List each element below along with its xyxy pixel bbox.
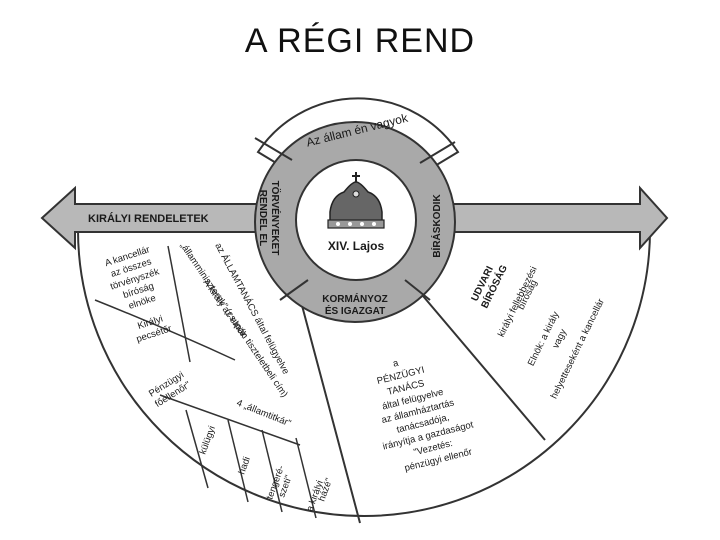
left-col-line-4 (295, 437, 317, 519)
left-col-line-1 (185, 409, 209, 489)
svg-text:a: a (392, 358, 400, 370)
left-col-line-3 (261, 429, 283, 513)
left-band-line-1 (94, 299, 236, 361)
slide-title: A RÉGI REND (244, 22, 476, 60)
ring-left-line1: TÖRVÉNYEKET (269, 181, 282, 256)
divider-left (295, 282, 361, 524)
ring-divider-tl (254, 137, 293, 161)
ring-divider-bl (279, 279, 309, 301)
left-col-line-2 (227, 419, 249, 503)
kancellar-text: A kancellár az összes törvényszék bírósá… (104, 244, 161, 312)
center-label: XIV. Lajos (328, 239, 385, 253)
ring-left-line2: RENDEL EL (257, 190, 268, 247)
ring-divider-tr (419, 141, 456, 164)
ring-right-label: BÍRÁSKODIK (430, 194, 443, 258)
outer-half-disc (76, 229, 652, 517)
ring-divider-br (404, 279, 431, 301)
ring-bottom-line2: ÉS IGAZGAT (325, 304, 385, 317)
left-vert-1 (167, 245, 191, 363)
left-band-line-2 (159, 394, 301, 446)
arrow-label: KIRÁLYI RENDELETEK (88, 212, 209, 225)
divider-right (411, 282, 546, 441)
crown-icon (327, 172, 385, 229)
ring-bottom-line1: KORMÁNYOZ (322, 292, 388, 305)
